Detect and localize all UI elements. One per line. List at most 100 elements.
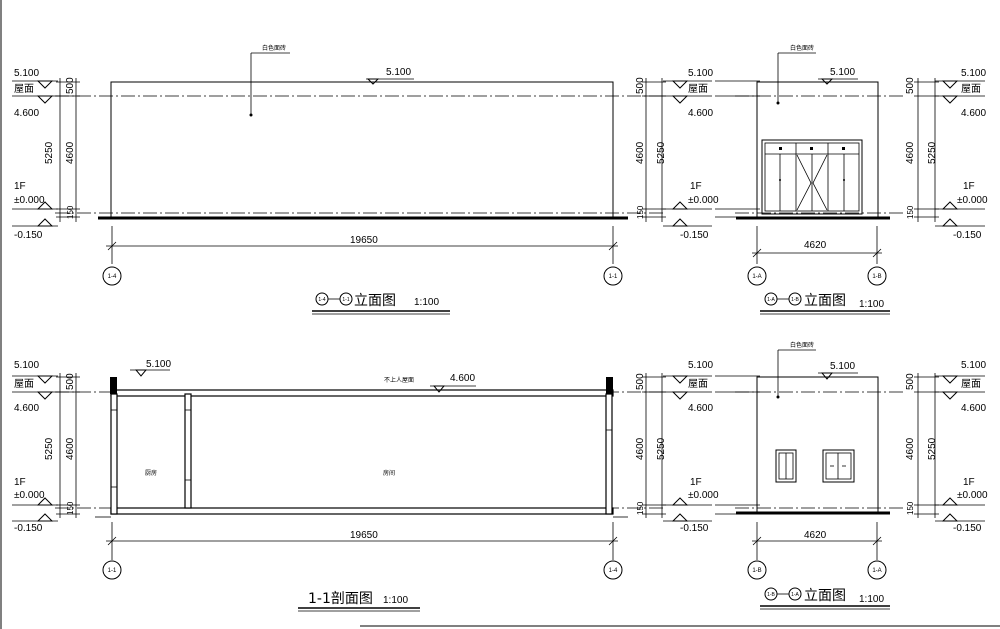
left-level-marks — [715, 375, 760, 515]
section-title: 1-1剖面图 1:100 — [298, 591, 420, 612]
elevation-title-2: 1-A 1-B 立面图 1:100 — [760, 292, 890, 315]
floor-slab — [110, 507, 614, 515]
axis-bubble — [747, 266, 767, 286]
svg-text:4600: 4600 — [635, 141, 646, 164]
svg-text:5250: 5250 — [44, 141, 55, 164]
svg-text:1-1: 1-1 — [108, 568, 117, 574]
building-outline — [756, 81, 879, 218]
svg-text:1:100: 1:100 — [414, 297, 439, 308]
svg-text:4.600: 4.600 — [688, 403, 713, 414]
svg-text:5.100: 5.100 — [830, 67, 855, 78]
svg-text:150: 150 — [906, 501, 915, 515]
svg-text:1-A: 1-A — [767, 297, 775, 303]
left-vertical-dims: 500 4600 5250 150 — [44, 373, 80, 518]
right-level-marks: 5.100 屋面 4.600 1F ±0.000 -0.150 — [663, 360, 719, 534]
right-vertical-dims: 500 4600 5250 150 — [635, 77, 667, 222]
svg-text:4.600: 4.600 — [961, 403, 986, 414]
svg-text:立面图: 立面图 — [804, 293, 846, 309]
wall-partition — [184, 393, 192, 509]
svg-text:150: 150 — [636, 205, 645, 219]
left-level-marks: 5.100 屋面 4.600 1F ±0.000 -0.150 — [12, 360, 58, 534]
svg-text:1-1: 1-1 — [342, 297, 349, 303]
svg-text:±0.000: ±0.000 — [14, 490, 45, 501]
svg-text:1F: 1F — [690, 181, 702, 192]
axis-bubble — [102, 266, 122, 286]
room-label-main: 房间 — [383, 469, 395, 477]
svg-text:150: 150 — [906, 205, 915, 219]
right-level-marks: 5.100 屋面 4.600 1F ±0.000 -0.150 — [935, 360, 988, 534]
svg-text:4.600: 4.600 — [688, 108, 713, 119]
svg-text:5.100: 5.100 — [146, 359, 171, 370]
svg-text:-0.150: -0.150 — [953, 523, 982, 534]
svg-text:5.100: 5.100 — [14, 68, 39, 79]
svg-text:1-4: 1-4 — [318, 297, 325, 303]
svg-text:1-A: 1-A — [872, 568, 881, 574]
wall-finish-note: 白色面砖 — [790, 341, 814, 349]
svg-text:1F: 1F — [963, 181, 975, 192]
svg-text:5250: 5250 — [927, 437, 938, 460]
storefront-window — [761, 139, 863, 215]
elevation-title-1: 1-4 1-1 立面图 1:100 — [312, 292, 450, 315]
svg-text:-0.150: -0.150 — [14, 230, 43, 241]
svg-text:1:100: 1:100 — [859, 299, 884, 310]
svg-text:4600: 4600 — [905, 141, 916, 164]
svg-text:4.600: 4.600 — [961, 108, 986, 119]
left-level-marks — [715, 80, 760, 218]
svg-text:500: 500 — [905, 77, 916, 94]
svg-text:4600: 4600 — [905, 437, 916, 460]
svg-text:1-B: 1-B — [872, 274, 881, 280]
right-vertical-dims: 500 4600 5250 150 — [905, 77, 939, 222]
svg-text:±0.000: ±0.000 — [957, 490, 988, 501]
svg-text:5.100: 5.100 — [830, 361, 855, 372]
elevation-1-A-to-1-B: 5.100 白色面砖 — [715, 44, 988, 315]
svg-text:屋面: 屋面 — [14, 378, 34, 390]
svg-text:1-B: 1-B — [767, 592, 775, 598]
length-dim: 19650 — [350, 235, 378, 246]
svg-text:5.100: 5.100 — [961, 360, 986, 371]
axis-bubble — [867, 560, 887, 580]
width-dim: 4620 — [804, 240, 827, 251]
svg-text:1-4: 1-4 — [108, 274, 117, 280]
svg-text:500: 500 — [65, 373, 76, 390]
svg-text:1F: 1F — [14, 181, 26, 192]
svg-text:立面图: 立面图 — [354, 293, 396, 309]
parapet-right — [606, 377, 613, 394]
axis-bubble — [747, 560, 767, 580]
wall-right — [605, 393, 613, 515]
svg-text:1-A: 1-A — [752, 274, 761, 280]
svg-text:1-B: 1-B — [791, 297, 799, 303]
svg-text:屋面: 屋面 — [961, 378, 981, 390]
svg-text:5.100: 5.100 — [688, 68, 713, 79]
svg-text:1-1剖面图: 1-1剖面图 — [308, 591, 373, 607]
svg-text:1:100: 1:100 — [383, 595, 408, 606]
svg-text:-0.150: -0.150 — [14, 523, 43, 534]
parapet-left — [110, 377, 117, 394]
svg-text:1F: 1F — [690, 477, 702, 488]
roof-note: 不上人屋面 — [384, 376, 414, 384]
svg-text:1-4: 1-4 — [609, 568, 618, 574]
left-vertical-dims: 500 4600 5250 150 — [44, 77, 80, 222]
elevation-1-4-to-1-1: 5.100 白色面砖 5.100 屋面 4.600 1F ±0.000 -0.1… — [12, 44, 719, 315]
svg-text:1F: 1F — [14, 477, 26, 488]
width-dim: 4620 — [804, 530, 827, 541]
room-label-kitchen: 厨房 — [145, 469, 157, 477]
svg-text:4.600: 4.600 — [14, 108, 39, 119]
svg-text:500: 500 — [65, 77, 76, 94]
svg-text:屋面: 屋面 — [688, 378, 708, 390]
section-1-1: 4.600 不上人屋面 5.100 厨房 房间 5.100 屋面 4.600 1… — [12, 359, 719, 612]
svg-text:4600: 4600 — [65, 141, 76, 164]
svg-text:500: 500 — [905, 373, 916, 390]
window-small-left — [775, 449, 797, 483]
svg-text:4.600: 4.600 — [450, 373, 475, 384]
left-level-marks: 5.100 屋面 4.600 1F ±0.000 -0.150 — [12, 68, 58, 241]
right-vertical-dims: 500 4600 5250 150 — [635, 373, 667, 518]
svg-text:150: 150 — [66, 501, 75, 515]
parapet-level-text: 5.100 — [386, 67, 411, 78]
svg-text:-0.150: -0.150 — [680, 230, 709, 241]
svg-text:150: 150 — [66, 205, 75, 219]
svg-text:±0.000: ±0.000 — [957, 195, 988, 206]
svg-text:5.100: 5.100 — [688, 360, 713, 371]
svg-text:150: 150 — [636, 501, 645, 515]
axis-bubble — [102, 560, 122, 580]
